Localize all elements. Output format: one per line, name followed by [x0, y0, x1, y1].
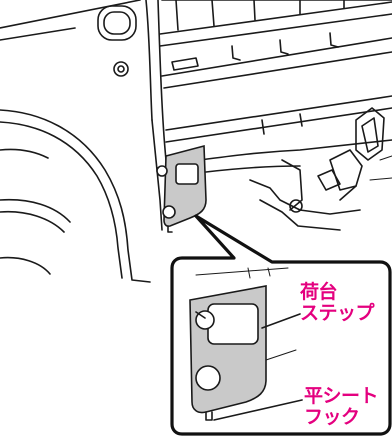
flat-sheet-hook-label-line2: フック [304, 406, 360, 428]
cargo-bed [159, 0, 392, 143]
truck-cab [0, 0, 167, 283]
flat-sheet-hook-label: 平シート フック [304, 385, 379, 428]
cargo-step-label-line2: ステップ [300, 302, 375, 324]
flat-sheet-hook-label-line1: 平シート [304, 385, 379, 407]
cargo-step-small [156, 144, 207, 233]
zoom-callout [170, 214, 392, 436]
door-handle [97, 5, 137, 41]
bed-latch [171, 57, 199, 71]
cargo-step-label-line1: 荷台 [300, 281, 338, 303]
cargo-step-label: 荷台 ステップ [300, 281, 375, 324]
key-lock [113, 61, 129, 77]
chassis [199, 107, 392, 231]
